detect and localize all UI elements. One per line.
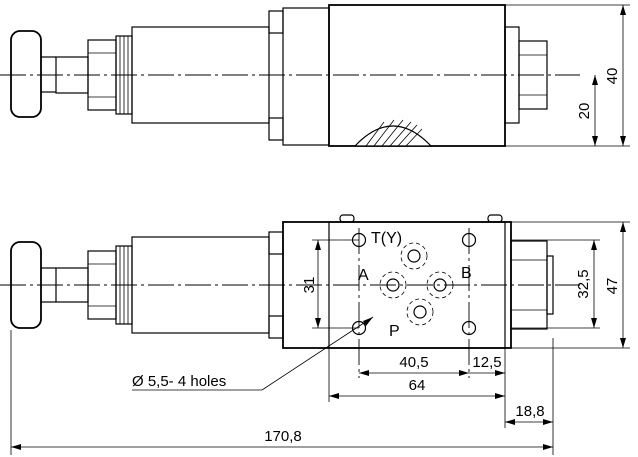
top-valve-block bbox=[328, 4, 506, 147]
top-hatching bbox=[365, 119, 423, 147]
top-neck bbox=[282, 7, 330, 146]
top-adjust-knob bbox=[10, 30, 42, 118]
front-view: T(Y) A B P 31 32,5 47 40,5 12,5 bbox=[0, 214, 630, 455]
port-spacing-label: 40,5 bbox=[399, 354, 428, 371]
side-offset-label: 18,8 bbox=[515, 403, 544, 420]
port-a-label: A bbox=[358, 267, 369, 284]
port-t-label: T(Y) bbox=[371, 230, 402, 247]
port-p-label: P bbox=[389, 323, 400, 340]
holes-leader-line bbox=[261, 316, 374, 391]
inner-height-label: 31 bbox=[301, 277, 318, 294]
port-height-label: 32,5 bbox=[575, 269, 592, 298]
port-p bbox=[406, 298, 434, 326]
body-width-label: 64 bbox=[409, 377, 426, 394]
front-lug-lower bbox=[268, 315, 284, 339]
top-height-label: 40 bbox=[604, 68, 621, 85]
top-lug-lower bbox=[268, 117, 284, 141]
holes-note: Ø 5,5- 4 holes bbox=[132, 373, 226, 390]
front-lug-upper bbox=[268, 231, 284, 255]
top-view: 40 20 bbox=[0, 4, 630, 147]
top-lug-upper bbox=[268, 10, 284, 34]
port-offset-label: 12,5 bbox=[472, 354, 501, 371]
front-height-label: 47 bbox=[604, 278, 621, 295]
total-length-label: 170,8 bbox=[264, 428, 302, 445]
top-half-label: 20 bbox=[576, 103, 593, 120]
port-b-label: B bbox=[461, 265, 472, 282]
port-t bbox=[400, 242, 428, 270]
